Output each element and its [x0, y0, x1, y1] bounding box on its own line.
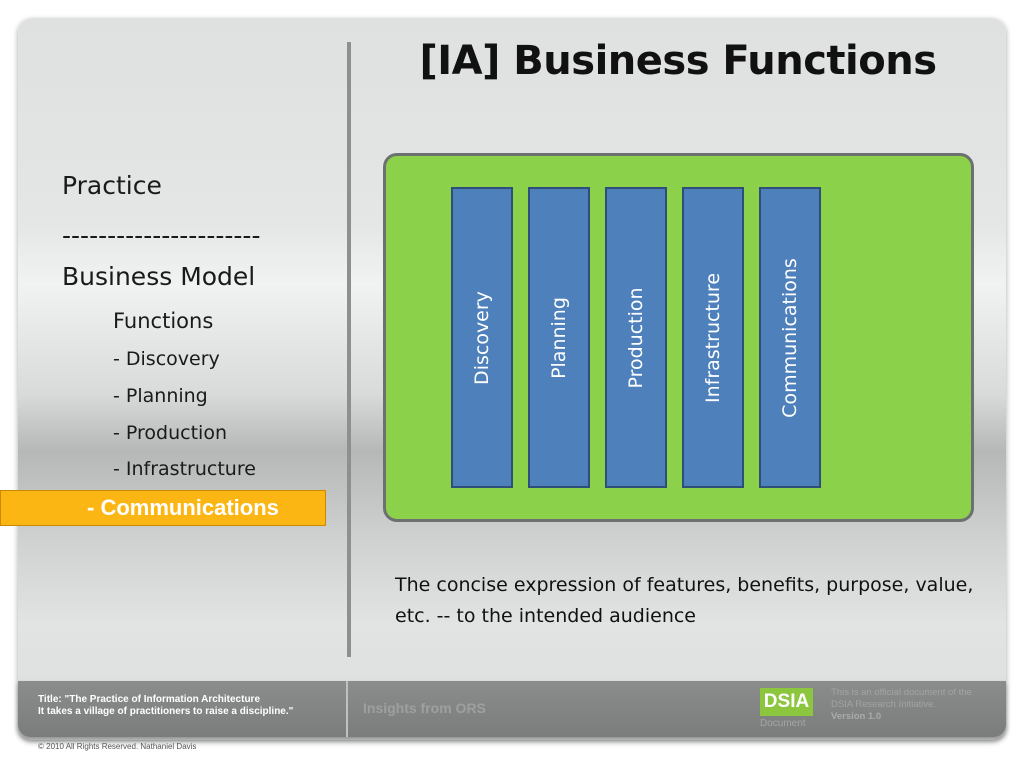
nav-item-planning[interactable]: - Planning [113, 385, 208, 407]
vertical-divider [347, 42, 351, 657]
nav-item-communications-active[interactable]: - Communications [0, 490, 326, 526]
column-label: Communications [779, 257, 801, 418]
version-label: Version 1.0 [831, 711, 882, 722]
footer-divider [346, 681, 348, 737]
function-column-discovery: Discovery [451, 187, 513, 488]
dsia-logo-badge: DSIA [760, 688, 813, 716]
footer-title: Title: "The Practice of Information Arch… [38, 694, 293, 718]
footer-title-line1: Title: "The Practice of Information Arch… [38, 694, 261, 705]
function-column-production: Production [605, 187, 667, 488]
column-label: Discovery [471, 290, 493, 385]
function-column-communications: Communications [759, 187, 821, 488]
footer-bar: Title: "The Practice of Information Arch… [18, 681, 1006, 737]
official-line2: DSIA Research Initiative. [831, 699, 937, 710]
nav-item-functions[interactable]: Functions [113, 309, 214, 333]
description-text: The concise expression of features, bene… [395, 574, 974, 627]
nav-item-discovery[interactable]: - Discovery [113, 348, 220, 370]
nav-item-practice[interactable]: Practice [62, 171, 162, 200]
nav-item-infrastructure[interactable]: - Infrastructure [113, 458, 256, 480]
footer-insights: Insights from ORS [363, 700, 486, 716]
official-line1: This is an official document of the [831, 687, 972, 698]
footer-official-note: This is an official document of the DSIA… [831, 687, 1003, 723]
column-label: Production [625, 286, 647, 389]
footer-title-line2: It takes a village of practitioners to r… [38, 706, 294, 717]
function-column-planning: Planning [528, 187, 590, 488]
slide-title: [IA] Business Functions [419, 38, 937, 84]
column-label: Planning [548, 296, 570, 379]
nav-item-production[interactable]: - Production [113, 422, 227, 444]
nav-item-business-model[interactable]: Business Model [62, 262, 256, 291]
copyright-text: © 2010 All Rights Reserved. Nathaniel Da… [38, 742, 197, 751]
dsia-badge-caption: Document [760, 718, 806, 729]
column-label: Infrastructure [702, 272, 724, 403]
nav-separator: ---------------------- [62, 221, 261, 250]
function-column-infrastructure: Infrastructure [682, 187, 744, 488]
